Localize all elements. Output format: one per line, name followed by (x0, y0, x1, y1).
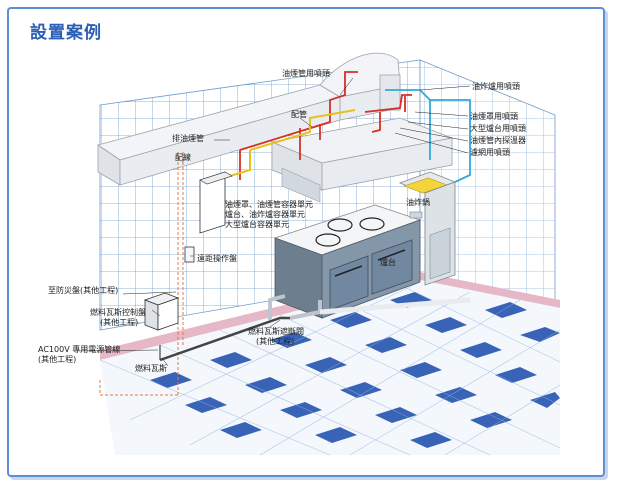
pipe-blue (385, 89, 471, 183)
label-fryer-nozzle: 油炸爐用噴頭 (472, 81, 520, 91)
wiring-dashed (99, 152, 184, 396)
leader-lines (74, 77, 471, 367)
right-baseboard (420, 272, 560, 308)
label-duct-detector: 油煙管內探溫器 (470, 135, 526, 145)
label-gas-control-panel-1: 燃料瓦斯控制盤 (90, 307, 146, 317)
remote-panel-box (184, 246, 195, 263)
label-container-unit-2: 爐台、油炸爐容器單元 (225, 209, 305, 219)
label-gas-valve-2: (其他工程) (256, 336, 294, 346)
floor-tiles (150, 292, 560, 448)
label-large-stove-nozzle: 大型爐台用噴頭 (470, 123, 526, 133)
fryer (398, 171, 457, 286)
label-hood-piping-nozzle: 油煙管用噴頭 (282, 68, 330, 78)
label-power-line-1: AC100V 專用電源管線 (38, 344, 120, 354)
label-container-unit-3: 大型爐台容器單元 (225, 219, 289, 229)
page-title: 設置案例 (30, 23, 102, 43)
label-remote-panel: 遠距操作盤 (197, 253, 237, 263)
floor-grid (99, 281, 561, 456)
gas-control-panel-box (143, 292, 180, 331)
labels: 油煙管用噴頭 油炸爐用噴頭 排油煙管 配管 油煙罩用噴頭 大型爐台用噴頭 油煙管… (38, 68, 526, 373)
label-hood-nozzle: 油煙罩用噴頭 (470, 111, 518, 121)
exhaust-duct (97, 52, 401, 186)
gas-pipe (159, 294, 471, 362)
label-stove: 爐台 (380, 257, 396, 267)
label-exhaust-duct: 排油煙管 (172, 133, 204, 143)
container-unit-box (199, 171, 233, 234)
label-filter-nozzle: 濾網用噴頭 (470, 147, 510, 157)
stove (273, 204, 423, 319)
label-distribution: 配線 (175, 152, 191, 162)
label-piping: 配管 (291, 109, 307, 119)
label-container-unit-1: 油煙罩、油煙管容器單元 (225, 199, 313, 209)
label-gas-control-panel-2: (其他工程) (100, 317, 138, 327)
label-fire-alarm: 至防災盤(其他工程) (48, 285, 118, 295)
label-gas: 燃料瓦斯 (135, 363, 167, 373)
label-gas-valve-1: 燃料瓦斯遮斷閥 (248, 326, 304, 336)
label-fryer: 油炸鍋 (406, 197, 430, 207)
label-power-line-2: (其他工程) (38, 354, 76, 364)
